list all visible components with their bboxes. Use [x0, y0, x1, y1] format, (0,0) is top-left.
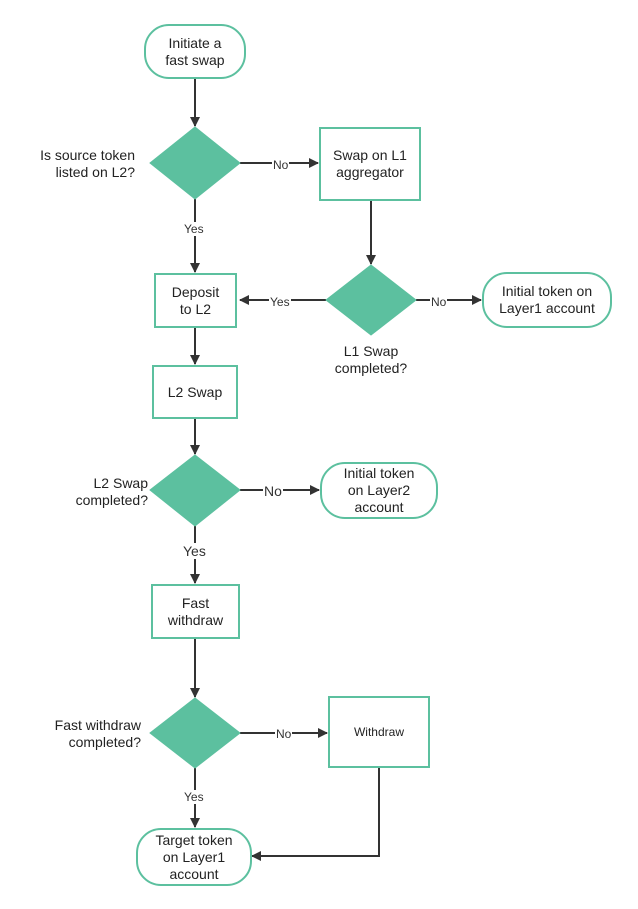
initial-l1-terminator-shape	[482, 272, 612, 328]
decision-source-listed-shape	[149, 126, 241, 200]
l2-swap-node[interactable]: L2 Swap	[167, 383, 223, 400]
condition-fast-withdraw-label: Fast withdraw completed?	[54, 717, 141, 750]
edge-label-yes-4: Yes	[183, 790, 205, 804]
initial-token-l1-node[interactable]: Initial token on Layer1 account	[499, 283, 595, 316]
condition-source-listed-label: Is source token listed on L2?	[40, 147, 135, 180]
withdraw-box-shape	[328, 696, 430, 768]
l2-swap-box-shape	[152, 365, 238, 419]
edge-label-yes-2: Yes	[269, 295, 291, 309]
edge-label-no-4: No	[275, 727, 293, 741]
decision-fast-withdraw-shape	[149, 697, 241, 769]
edge-label-yes-3: Yes	[182, 543, 207, 559]
edge-withdraw-to-target	[251, 767, 380, 861]
fast-withdraw-box-shape	[151, 584, 240, 639]
swap-on-l1-node[interactable]: Swap on L1 aggregator	[333, 147, 407, 180]
edge-label-yes-1: Yes	[183, 222, 205, 236]
edge-label-no-1: No	[272, 158, 290, 172]
decision-l2-swap-shape	[149, 454, 241, 527]
initial-l2-terminator-shape	[320, 462, 438, 519]
deposit-to-l2-node[interactable]: Deposit to L2	[171, 283, 220, 317]
deposit-box-shape	[154, 273, 237, 328]
fast-withdraw-node[interactable]: Fast withdraw	[167, 594, 224, 628]
decision-l1-swap-shape	[325, 264, 417, 336]
edge-label-no-2: No	[430, 295, 448, 309]
withdraw-node[interactable]: Withdraw	[353, 724, 404, 739]
condition-l1-swap-label: L1 Swap completed?	[334, 343, 408, 376]
swap-l1-box-shape	[319, 127, 421, 201]
initial-token-l2-node[interactable]: Initial token on Layer2 account	[343, 465, 415, 515]
edge-label-no-3: No	[263, 483, 283, 499]
target-terminator-shape	[136, 828, 252, 886]
target-token-node[interactable]: Target token on Layer1 account	[155, 831, 233, 882]
condition-l2-swap-label: L2 Swap completed?	[75, 475, 148, 508]
start-terminator-shape	[144, 24, 246, 79]
start-node[interactable]: Initiate a fast swap	[165, 34, 225, 68]
